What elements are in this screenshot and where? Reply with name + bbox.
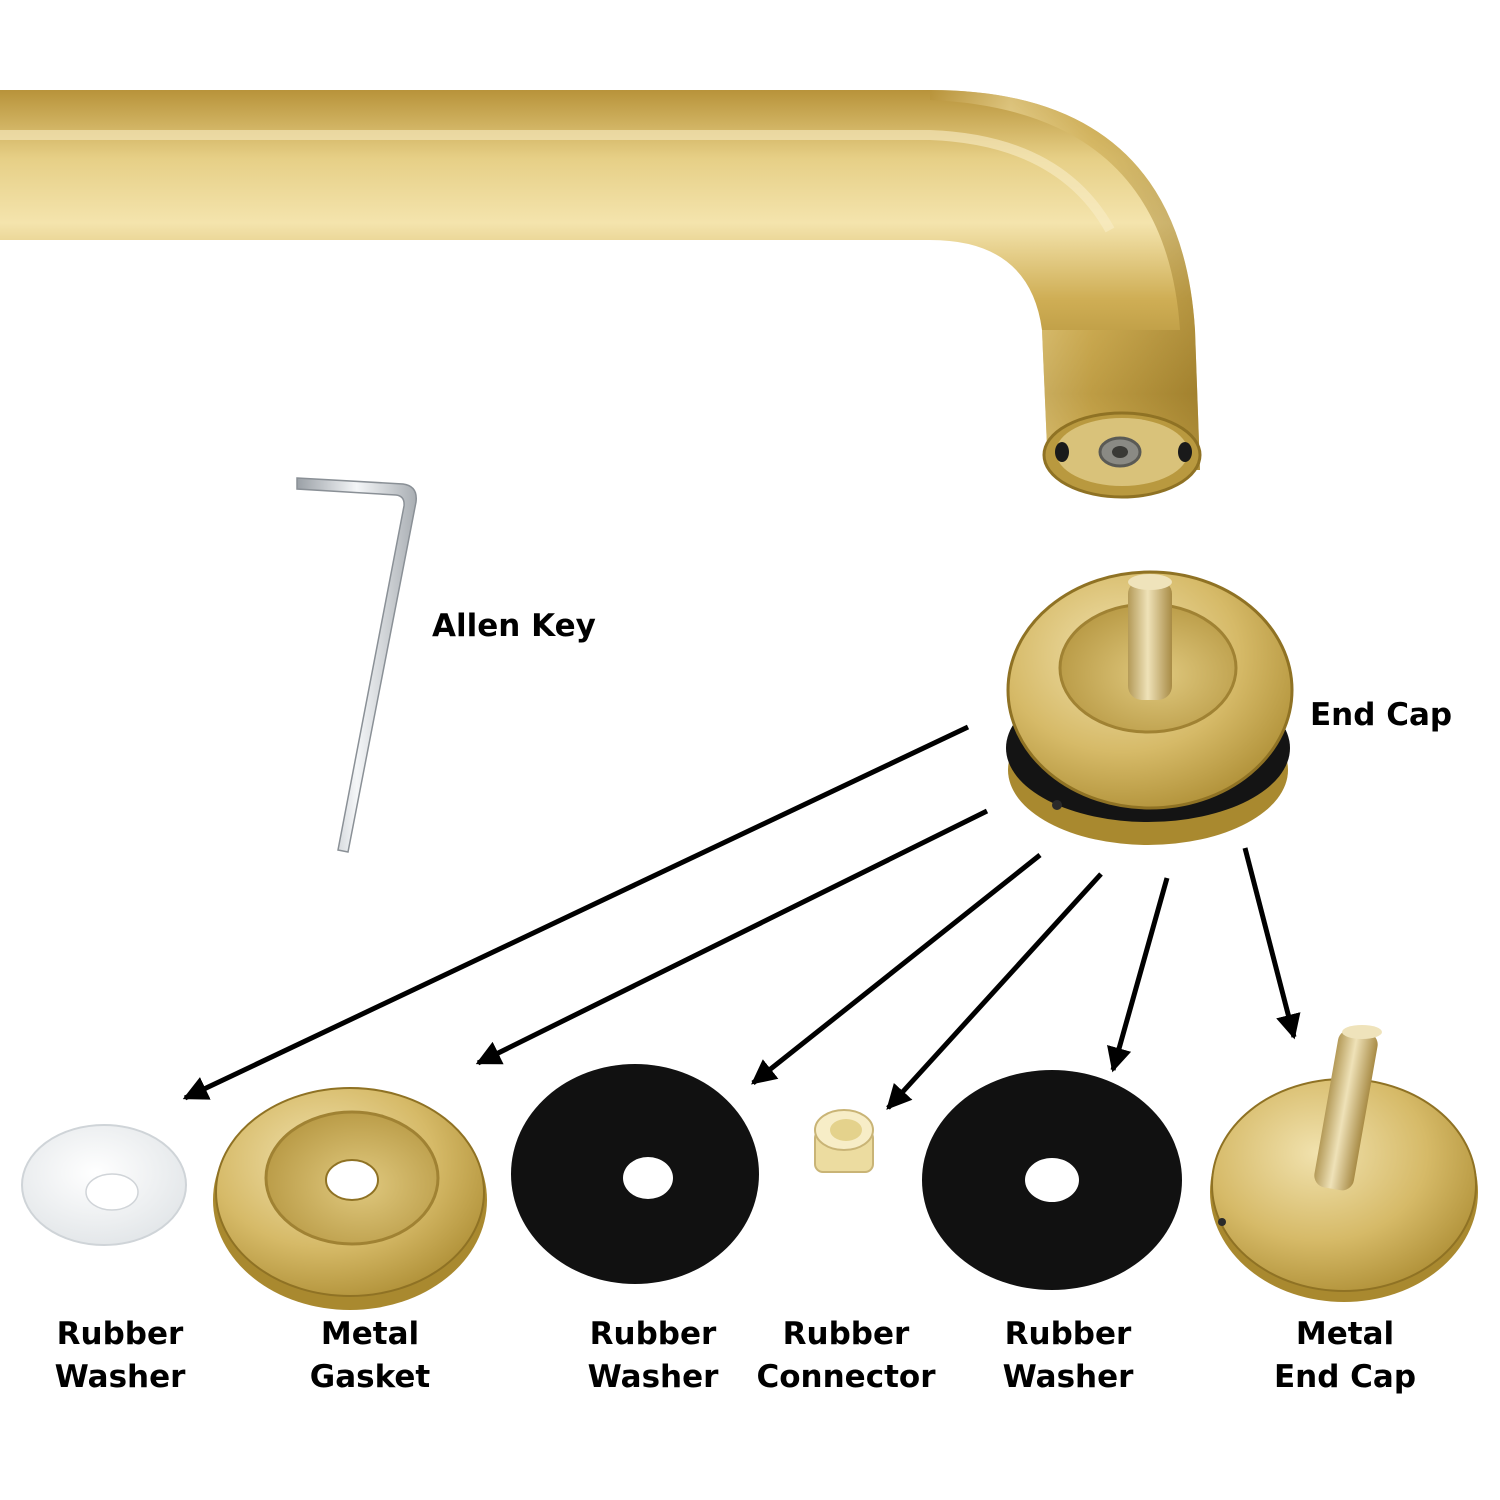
end-cap-side-hole [1052,800,1062,810]
connector-hole [830,1119,862,1141]
label-line-1: Rubber [56,1316,184,1352]
part-rubber-washer-black-1 [511,1064,759,1284]
part-metal-end-cap [1210,1025,1478,1302]
label-line-1: Rubber [782,1316,910,1352]
arrow-to-rubber-washer-1 [182,724,970,1101]
end-slot-left [1055,442,1069,462]
part-metal-gasket [213,1087,487,1310]
rubber-washer-label-1: Rubber Washer [20,1313,220,1399]
threaded-hole-center [1112,446,1128,458]
label-line-2: Washer [54,1359,186,1395]
end-cap-bolt-tip [1128,574,1172,590]
metal-end-cap-label: Metal End Cap [1245,1313,1445,1399]
rubber-washer-hole [623,1157,673,1199]
part-rubber-connector [814,1109,874,1173]
metal-end-cap-bolt [1314,1029,1378,1191]
metal-gasket-label: Metal Gasket [270,1313,470,1399]
label-line-1: Metal [320,1316,420,1352]
label-line-2: End Cap [1273,1359,1417,1395]
end-slot-right [1178,442,1192,462]
label-line-2: Gasket [309,1359,431,1395]
label-line-2: Washer [587,1359,719,1395]
arrow-to-rubber-washer-3 [1107,877,1170,1073]
label-line-1: Rubber [589,1316,717,1352]
handle-bar-leg-shading [930,90,1200,470]
metal-end-cap-side-hole [1218,1218,1226,1226]
allen-key [296,477,417,853]
label-line-2: Connector [756,1359,936,1395]
rubber-washer-label-2: Rubber Washer [553,1313,753,1399]
label-line-2: Washer [1002,1359,1134,1395]
part-rubber-washer-black-2 [922,1070,1182,1290]
gasket-hole [325,1159,379,1201]
part-rubber-washer-clear [21,1124,187,1246]
arrow-to-rubber-connector [886,872,1103,1110]
arrow-to-rubber-washer-2 [751,853,1042,1085]
label-line-1: Metal [1295,1316,1395,1352]
rubber-connector-label: Rubber Connector [746,1313,946,1399]
allen-key-label: Allen Key [432,608,596,644]
handle-bar-highlight [0,130,1115,233]
handle-bar [0,90,1202,499]
arrow-to-metal-gasket [475,808,989,1066]
arrow-to-metal-end-cap [1242,847,1301,1040]
arrows [182,724,1301,1110]
allen-key-body [296,477,417,853]
assembled-end-cap [1006,570,1294,845]
rubber-washer-label-3: Rubber Washer [968,1313,1168,1399]
clear-washer-hole [85,1173,139,1211]
end-cap-label: End Cap [1310,697,1453,733]
rubber-washer-hole [1025,1158,1079,1202]
metal-end-cap-bolt-tip [1342,1025,1382,1039]
end-cap-bolt [1128,580,1172,700]
handle-bar-body [0,90,1200,470]
label-line-1: Rubber [1004,1316,1132,1352]
